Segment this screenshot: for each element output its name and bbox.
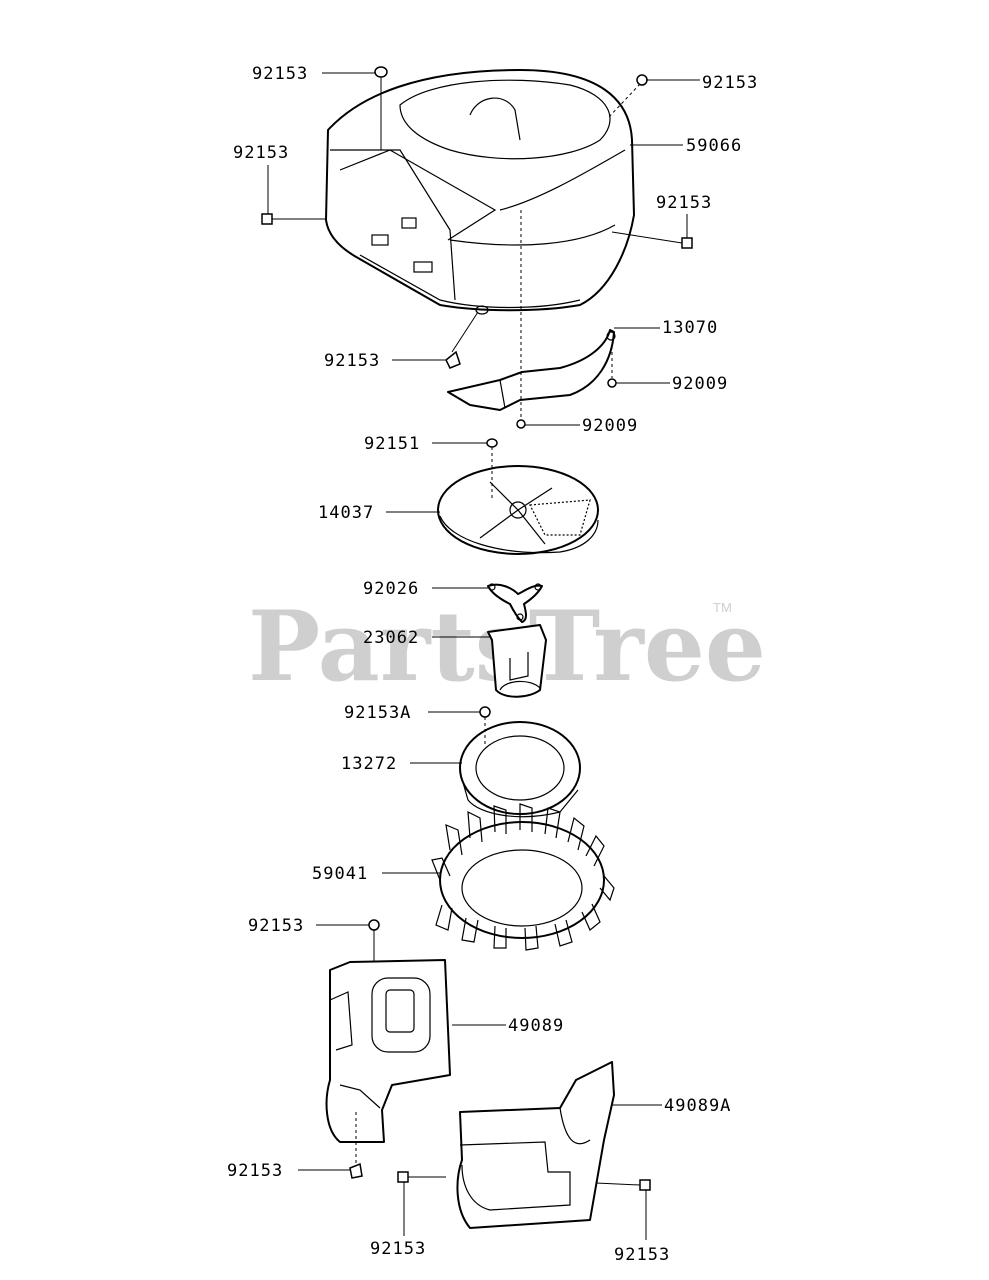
bolt-92153-top-left[interactable] [374,66,388,150]
ring-plate-part[interactable] [459,721,581,818]
blower-housing-part[interactable] [325,69,635,312]
callout-labels: 92153 92153 92153 59066 92153 92153 1307… [227,64,758,1265]
cover-a-part[interactable] [456,1061,615,1229]
callout-c9: 92009 [582,416,638,436]
callout-c13: 23062 [363,628,419,648]
callout-c18: 49089 [508,1016,564,1036]
bolt-92153-cover-top[interactable] [368,919,380,962]
callout-c7: 13070 [662,318,718,338]
callout-c11: 14037 [318,503,374,523]
cooling-fan-part[interactable] [431,803,615,951]
screw-92009-center[interactable] [516,210,526,429]
callout-c14: 92153A [344,703,411,723]
screen-part[interactable] [437,465,599,555]
callout-c4: 59066 [686,136,742,156]
callout-c15: 13272 [341,754,397,774]
callout-c1: 92153 [252,64,308,84]
leader-lines [267,72,700,1240]
callout-c6: 92153 [324,351,380,371]
callout-c20: 92153 [227,1161,283,1181]
bracket-part[interactable] [487,624,547,698]
callout-c2: 92153 [702,73,758,93]
callout-c22: 92153 [614,1245,670,1265]
bolt-92151[interactable] [486,438,498,500]
bolt-92153-left[interactable] [261,213,326,225]
bolt-92153-cover-a-left[interactable] [397,1171,446,1183]
guide-plate-part[interactable] [447,329,616,411]
callout-c16: 59041 [312,864,368,884]
callout-c10: 92151 [364,434,420,454]
watermark-trademark: TM [713,600,732,615]
bolt-92153-cover-a-right[interactable] [595,1179,651,1191]
cover-part[interactable] [325,959,451,1143]
callout-c5: 92153 [656,193,712,213]
callout-c12: 92026 [363,579,419,599]
plate-part[interactable] [487,583,543,623]
callout-c17: 92153 [248,916,304,936]
callout-c3: 92153 [233,143,289,163]
callout-c19: 49089A [664,1096,731,1116]
callout-c8: 92009 [672,374,728,394]
bolt-92153-cover-bottom[interactable] [349,1112,363,1179]
callout-c21: 92153 [370,1239,426,1259]
bolt-92153-bottom[interactable] [445,305,489,369]
